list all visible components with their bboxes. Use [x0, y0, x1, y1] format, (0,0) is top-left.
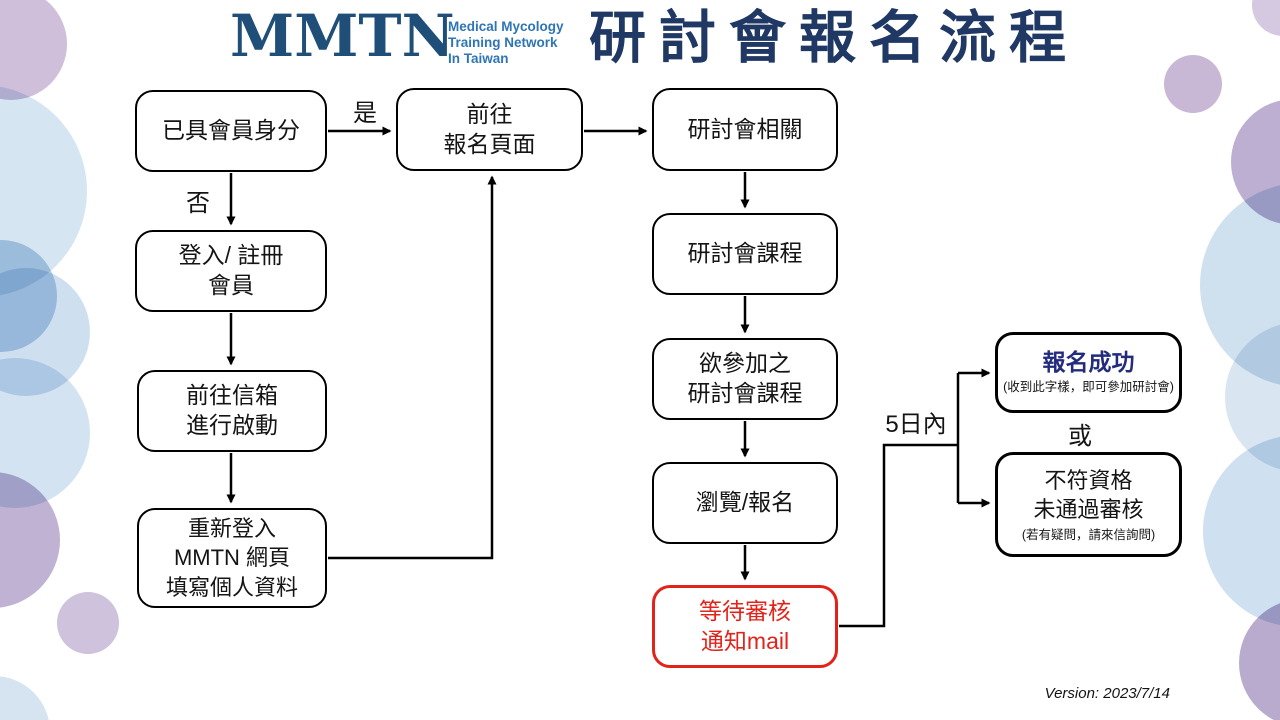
mmtn-logo: MMTN	[230, 2, 455, 70]
node-member-check: 已具會員身分	[135, 90, 327, 172]
mmtn-logo-tagline: Medical Mycology Training Network In Tai…	[448, 19, 564, 66]
node-registration-success: 報名成功 (收到此字樣，即可參加研討會)	[995, 332, 1182, 413]
node-goto-registration-page: 前往 報名頁面	[396, 88, 583, 171]
node-desired-course: 欲參加之 研討會課程	[652, 338, 838, 420]
node-relogin-fill-profile: 重新登入 MMTN 網頁 填寫個人資料	[137, 508, 327, 608]
success-title: 報名成功	[1042, 349, 1135, 376]
success-note: (收到此字樣，即可參加研討會)	[1003, 379, 1174, 394]
page-title: 研討會報名流程	[589, 6, 1079, 70]
node-not-qualified: 不符資格 未通過審核 (若有疑問，請來信詢問)	[995, 452, 1182, 557]
node-seminar-related: 研討會相關	[652, 88, 838, 171]
label-yes: 是	[353, 100, 377, 127]
label-within-5-days: 5日內	[885, 411, 947, 438]
label-or: 或	[1068, 423, 1092, 450]
decor-circle	[0, 676, 50, 720]
decor-circle	[0, 0, 67, 100]
node-wait-review-mail: 等待審核 通知mail	[652, 585, 838, 668]
decor-circle	[1239, 599, 1280, 720]
node-browse-register: 瀏覽/報名	[652, 462, 838, 544]
decor-circle	[1203, 435, 1280, 627]
decor-circle	[1252, 0, 1280, 36]
node-login-register: 登入/ 註冊 會員	[135, 230, 327, 312]
decor-circle	[57, 592, 119, 654]
node-seminar-courses: 研討會課程	[652, 213, 838, 295]
node-goto-mailbox: 前往信箱 進行啟動	[137, 370, 327, 452]
label-no: 否	[186, 190, 210, 217]
fail-note: (若有疑問，請來信詢問)	[1021, 527, 1156, 542]
fail-title: 不符資格 未通過審核	[1033, 467, 1144, 523]
decor-circle	[1164, 55, 1222, 113]
version-text: Version: 2023/7/14	[1044, 685, 1170, 702]
